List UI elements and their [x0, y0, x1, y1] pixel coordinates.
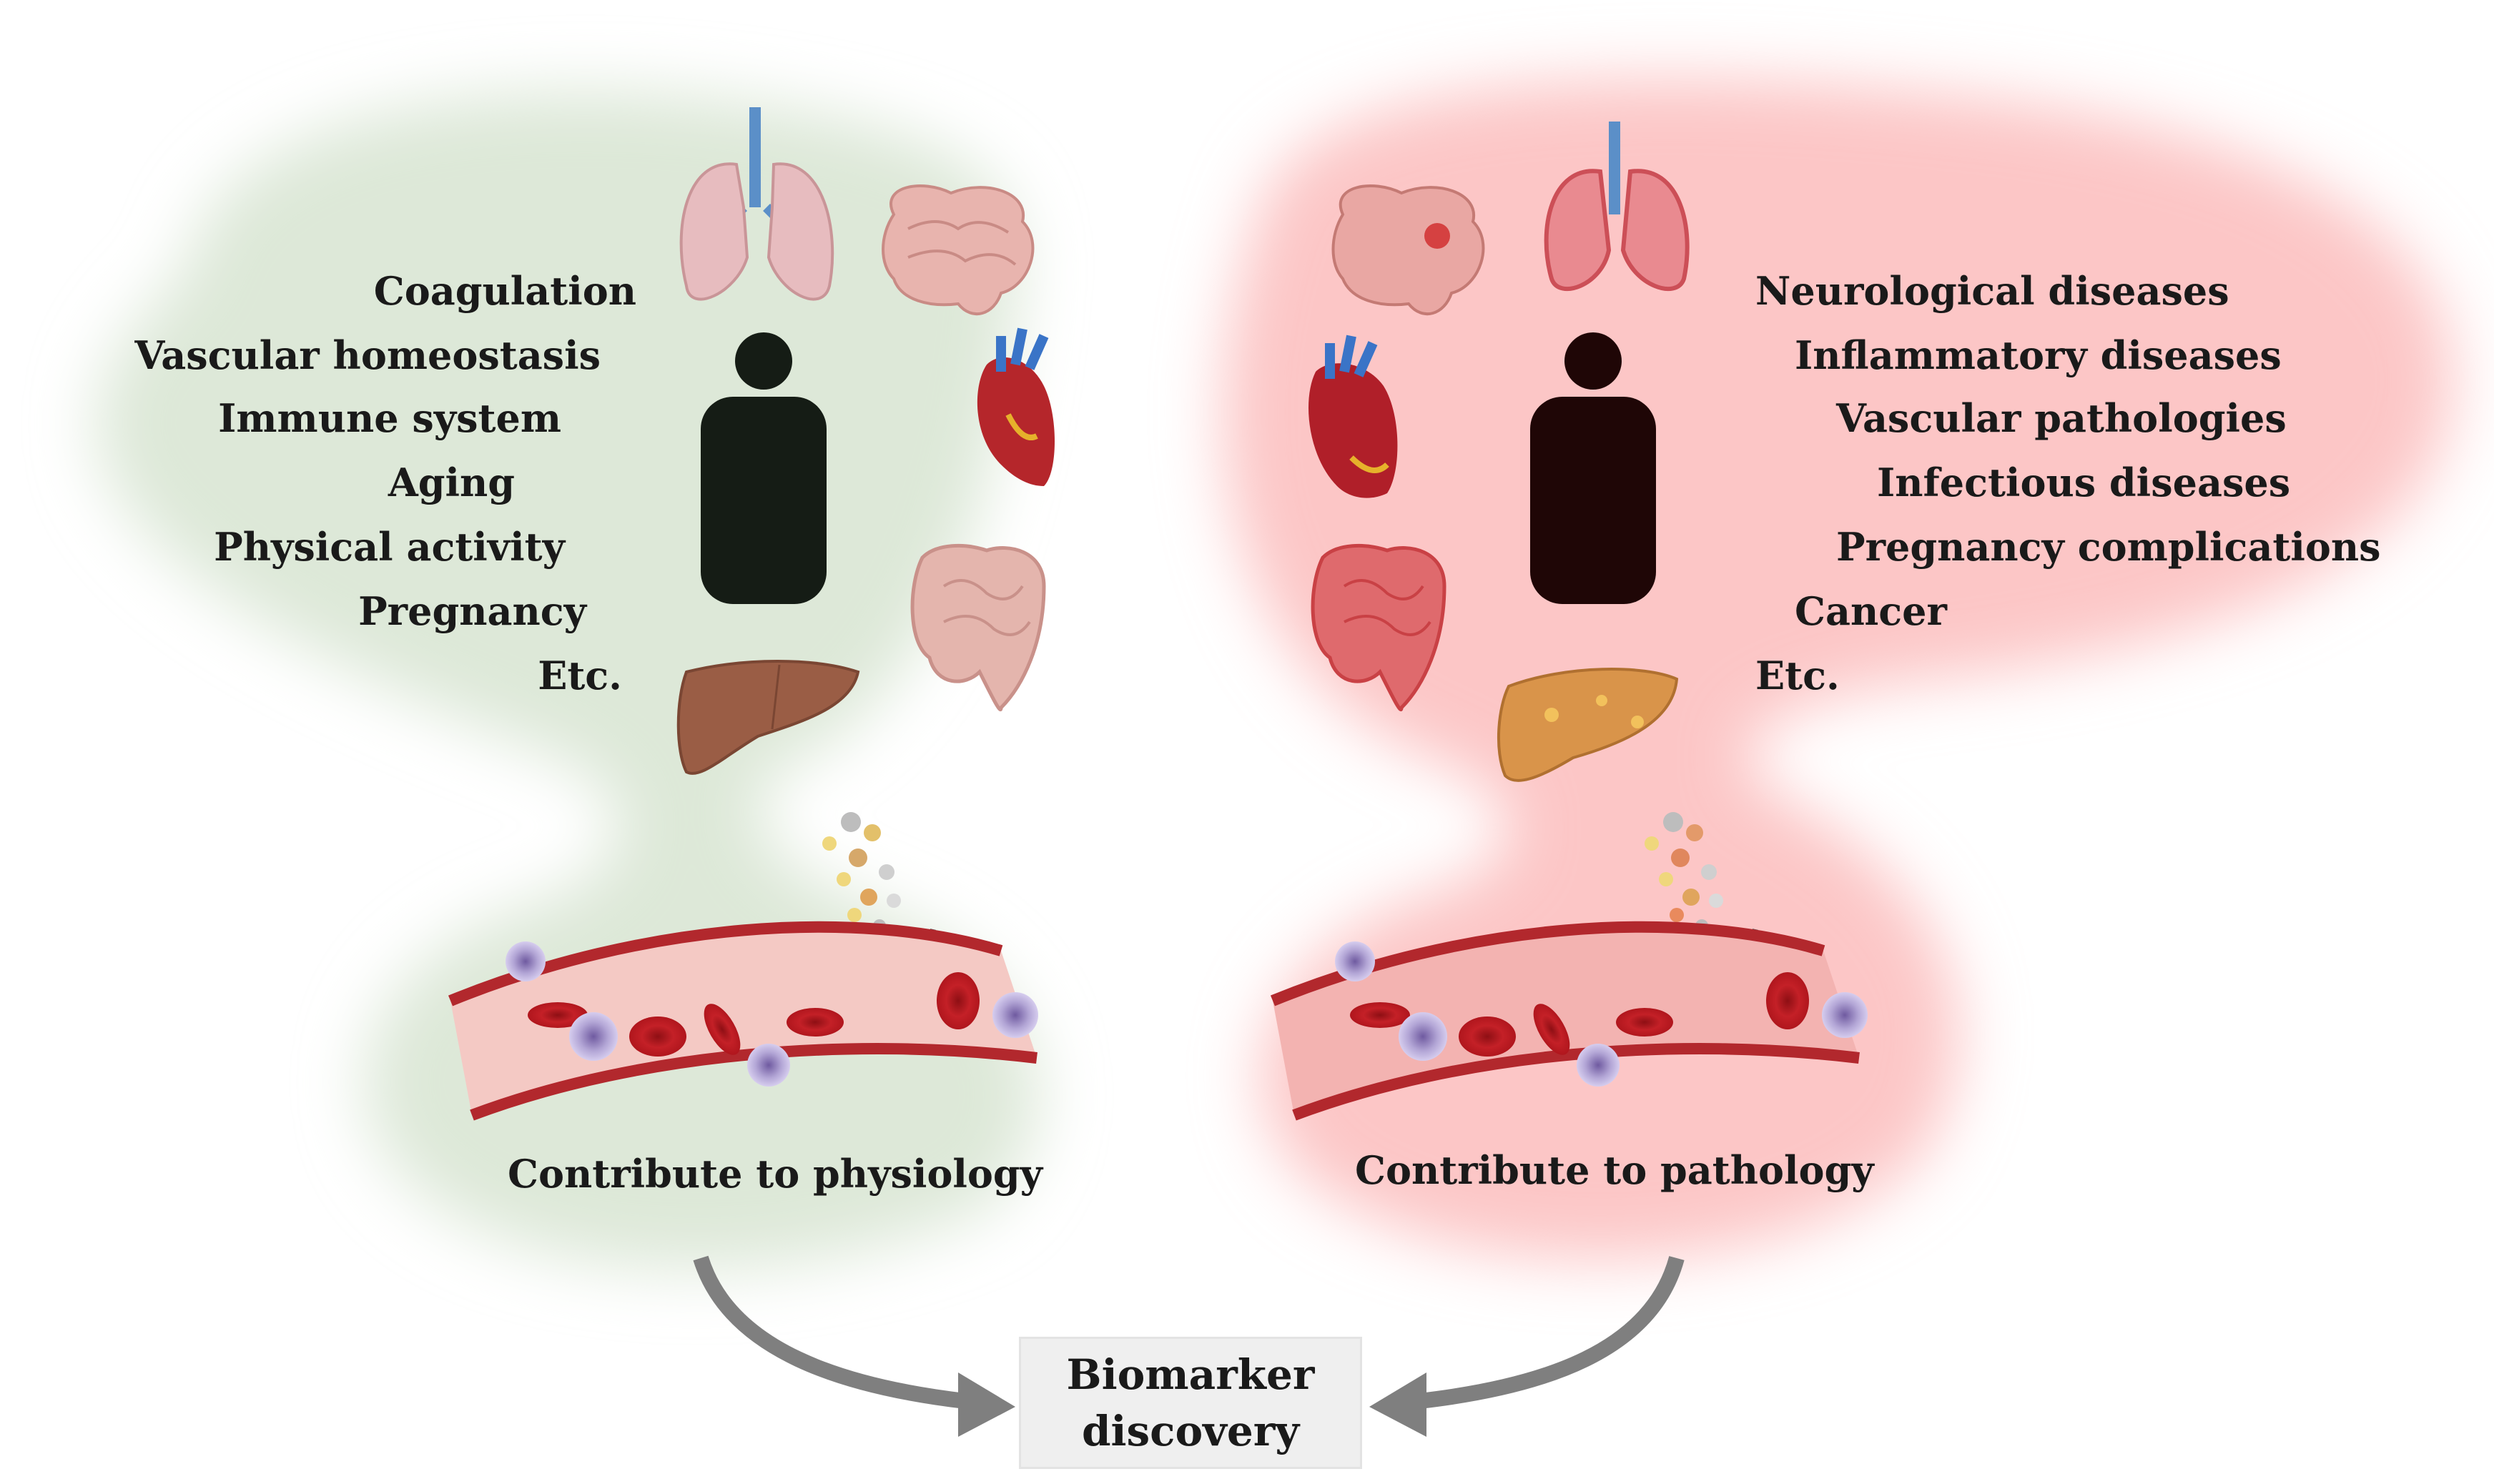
heart-icon-right [1308, 335, 1398, 498]
biomarker-discovery-box: Biomarker discovery [1019, 1337, 1362, 1469]
process-label: Vascular homeostasis [134, 332, 601, 378]
person-icon-right [1530, 332, 1656, 604]
intestine-icon-left [910, 543, 1046, 711]
lungs-icon-right [1544, 122, 1690, 292]
condition-label: Neurological diseases [1755, 268, 2229, 314]
condition-label: Infectious diseases [1877, 460, 2291, 505]
condition-label: Vascular pathologies [1836, 395, 2287, 441]
arrow-icon-to-biomarker-right [1369, 1256, 1685, 1437]
biomarker-line2: discovery [1081, 1406, 1300, 1455]
condition-label: Inflammatory diseases [1795, 332, 2282, 378]
condition-label: Etc. [1755, 653, 1840, 698]
liver-icon-right [1497, 668, 1679, 782]
person-icon-left [701, 332, 827, 604]
liver-icon-left [676, 660, 860, 775]
biomarker-line1: Biomarker [1066, 1350, 1315, 1400]
blood-vessel-icon-left [448, 921, 1038, 1121]
vesicles-icon-left [822, 812, 901, 932]
intestine-icon-right [1311, 543, 1446, 711]
brain-icon-right [1331, 184, 1485, 316]
process-label: Pregnancy [358, 588, 586, 634]
blood-vessel-icon-right [1270, 921, 1868, 1121]
brain-icon-left [882, 184, 1035, 316]
condition-label: Pregnancy complications [1836, 524, 2381, 570]
process-label: Aging [388, 460, 515, 505]
physiology-caption: Contribute to physiology [508, 1151, 1043, 1197]
process-label: Physical activity [214, 524, 565, 570]
vesicles-icon-right [1645, 812, 1723, 932]
process-label: Etc. [538, 653, 622, 698]
lungs-icon-left [679, 107, 834, 301]
condition-label: Cancer [1795, 588, 1947, 634]
process-label: Coagulation [373, 268, 636, 314]
heart-icon-left [977, 327, 1055, 486]
process-label: Immune system [218, 395, 561, 441]
arrow-icon-to-biomarker-left [693, 1255, 1015, 1437]
pathology-caption: Contribute to pathology [1355, 1147, 1874, 1193]
